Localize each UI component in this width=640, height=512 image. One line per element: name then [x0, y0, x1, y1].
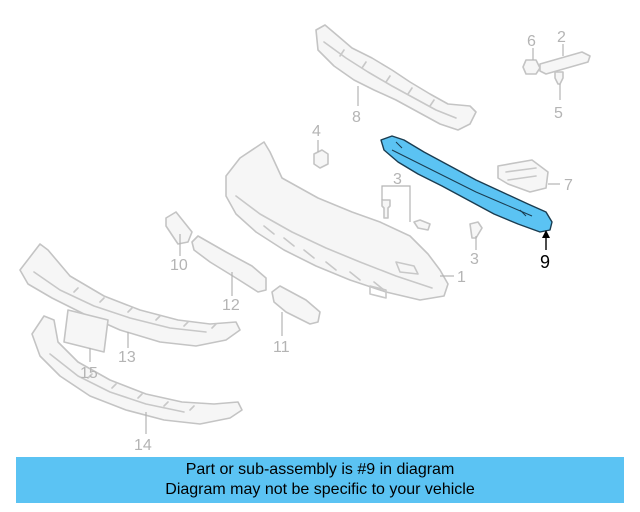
callout-7: 7: [564, 177, 573, 194]
part-14-molding: [31, 315, 243, 425]
part-5-screw: [554, 71, 564, 85]
callout-3-upper: 3: [393, 171, 402, 188]
callout-14: 14: [134, 437, 152, 454]
callout-15: 15: [80, 365, 98, 382]
callout-9: 9: [540, 252, 550, 272]
callout-1: 1: [457, 269, 466, 286]
part-13-spoiler: [19, 243, 241, 347]
callout-6: 6: [527, 33, 536, 50]
leader-lines: [89, 44, 564, 434]
info-banner: Part or sub-assembly is #9 in diagram Di…: [16, 457, 624, 503]
part-15-license-bracket: [63, 309, 109, 353]
part-8-bracket: [315, 24, 477, 131]
callout-8: 8: [352, 109, 361, 126]
part-3-bolt-lower: [469, 221, 483, 239]
part-6-clip: [522, 59, 541, 75]
part-1-bumper-cover: [225, 141, 449, 301]
part-12-strip: [191, 235, 267, 293]
callout-3-lower: 3: [470, 251, 479, 268]
parts-diagram: 8 6 2 5 4 7 3 3 1 10 12 11 13 15 14 9: [19, 24, 591, 454]
banner-line-disclaimer: Diagram may not be specific to your vehi…: [165, 481, 475, 498]
part-4-clip: [313, 149, 329, 169]
callout-5: 5: [554, 105, 563, 122]
banner-line-part: Part or sub-assembly is #9 in diagram: [185, 461, 455, 478]
callout-4: 4: [312, 123, 321, 140]
part-10-bracket: [165, 211, 193, 245]
callout-13: 13: [118, 349, 136, 366]
part-2-bar: [539, 51, 591, 75]
part-9-reinforcement-bar[interactable]: [380, 135, 553, 233]
part-11-reflector: [271, 285, 321, 325]
part-7-bracket: [497, 159, 549, 193]
callout-10: 10: [170, 257, 188, 274]
callout-11: 11: [273, 339, 290, 356]
callout-labels: 8 6 2 5 4 7 3 3 1 10 12 11 13 15 14 9: [80, 29, 573, 454]
part-3-bolt-upper: [381, 199, 431, 231]
callout-12: 12: [222, 297, 240, 314]
callout-2: 2: [557, 29, 566, 46]
